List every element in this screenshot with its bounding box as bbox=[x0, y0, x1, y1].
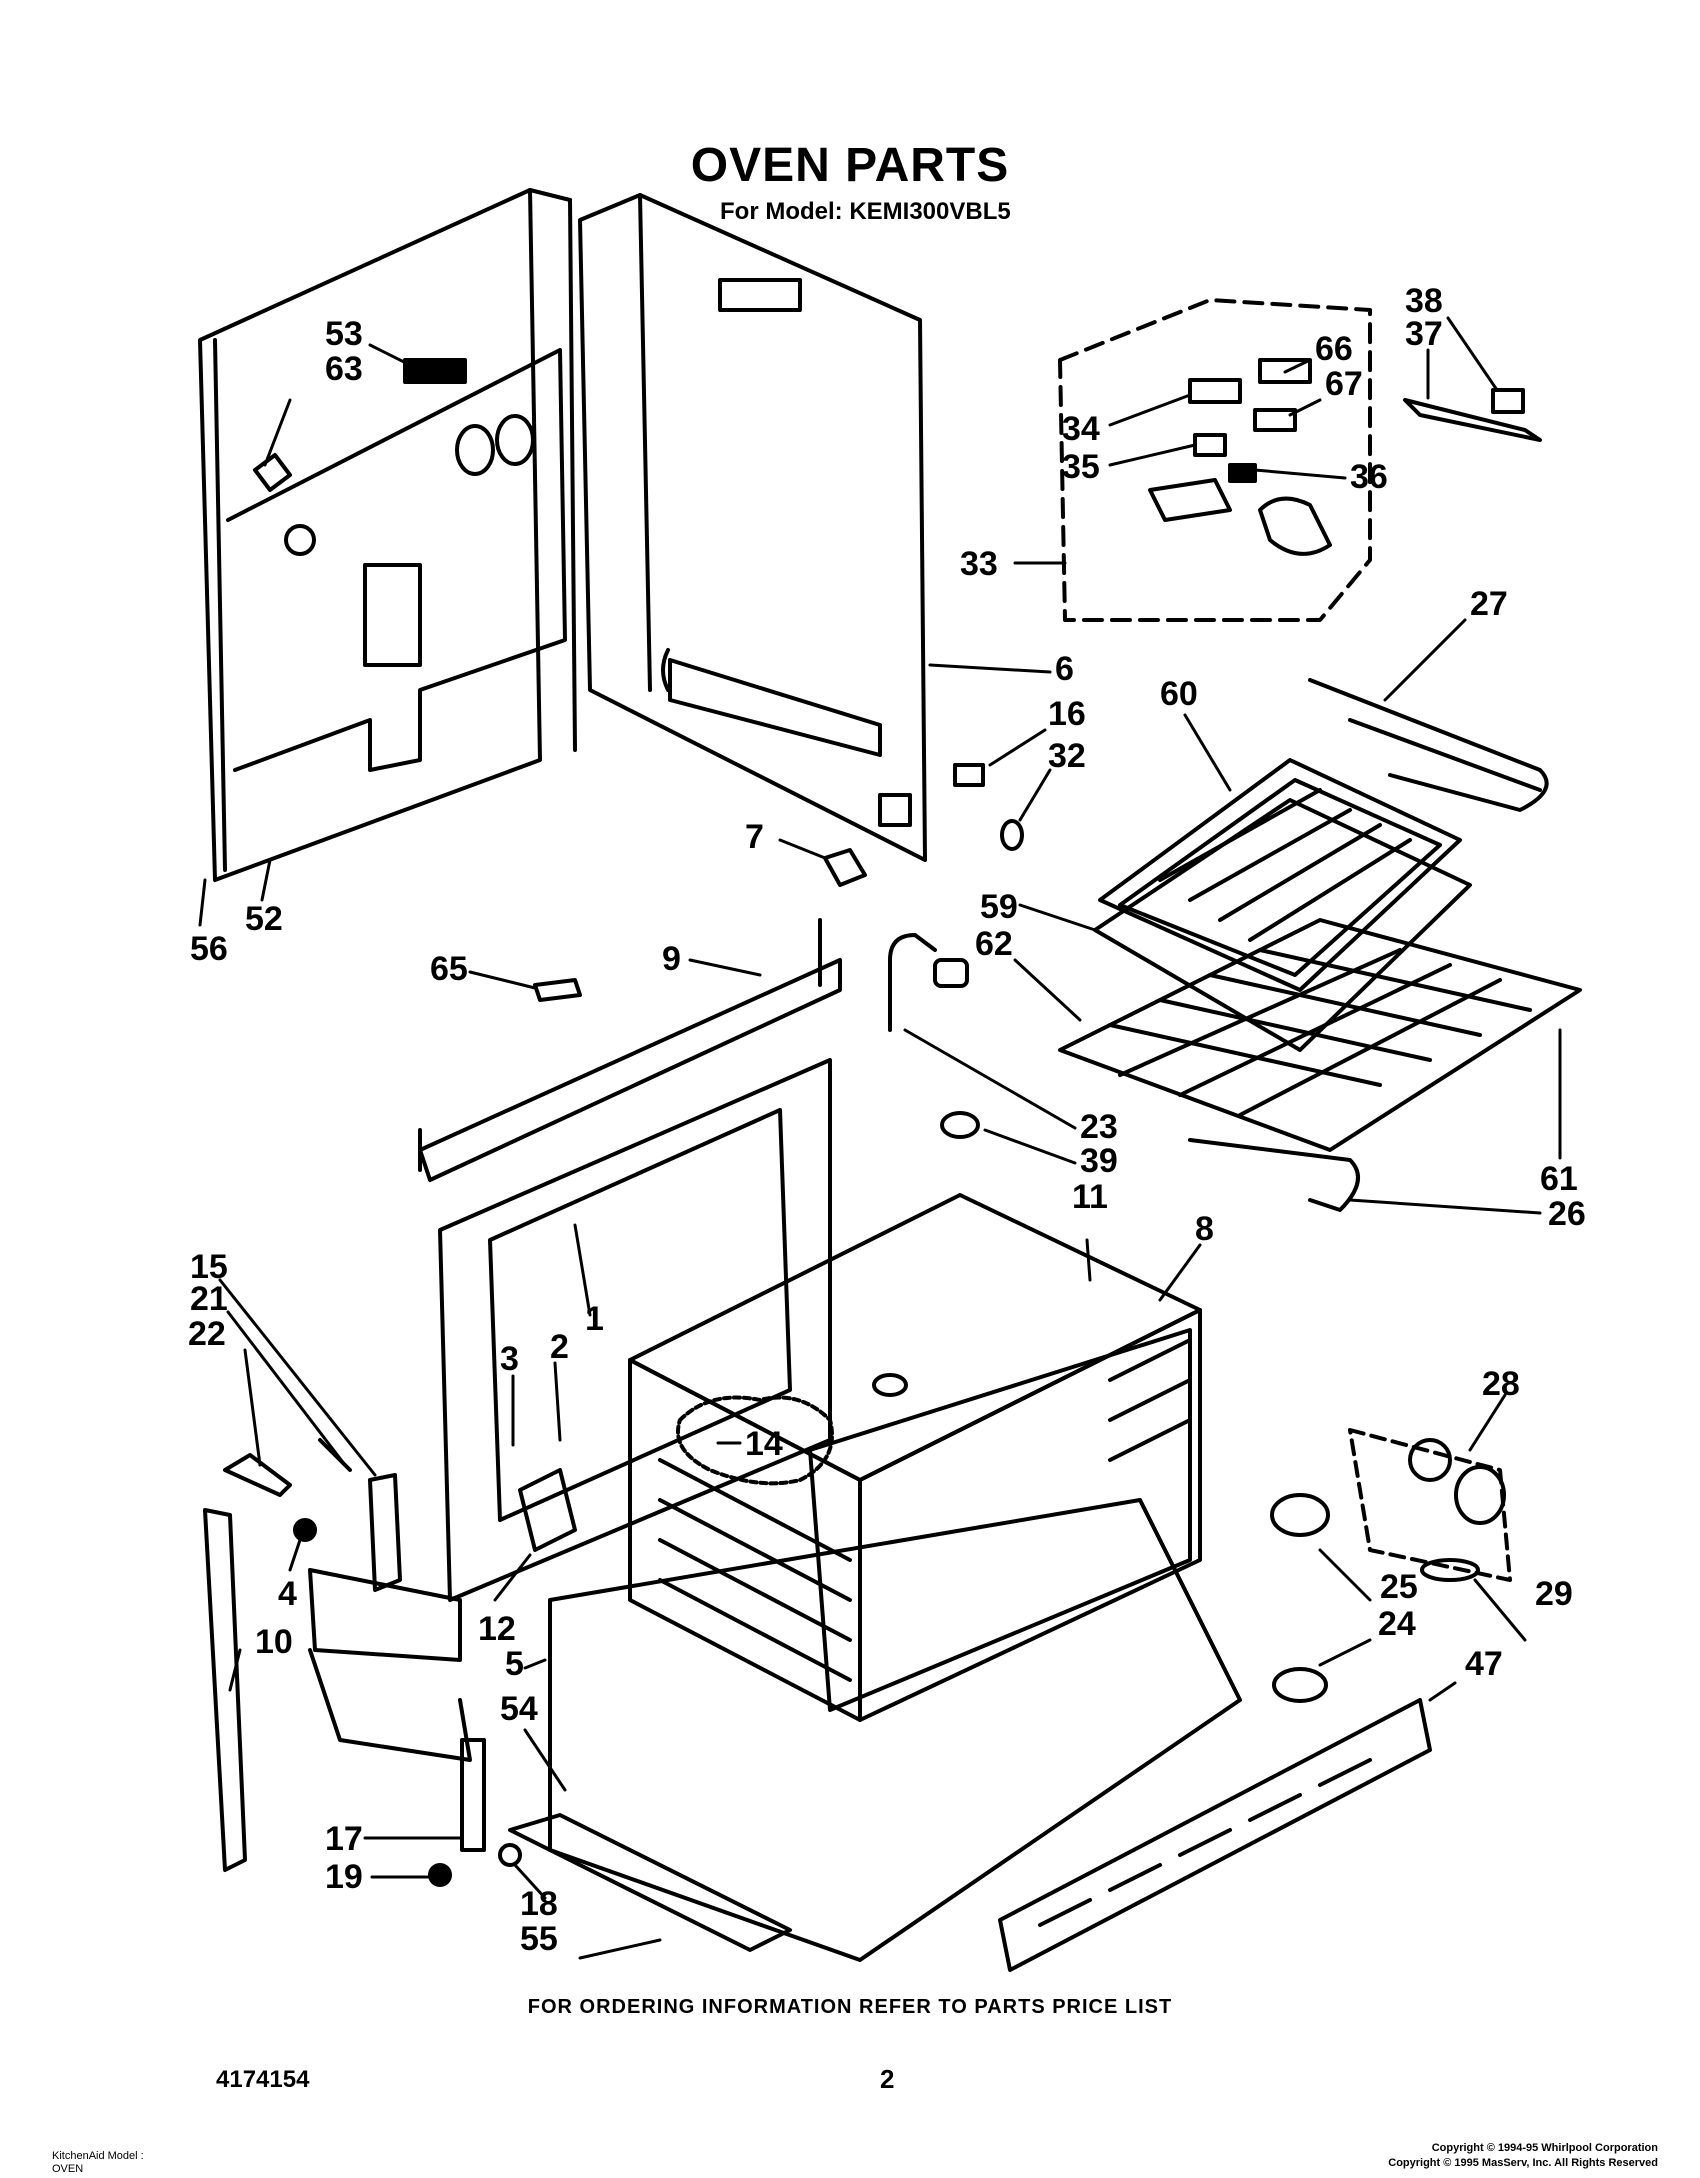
rear-panel-part bbox=[198, 188, 577, 882]
callout-21: 21 bbox=[190, 1280, 228, 1318]
callout-24: 24 bbox=[1378, 1605, 1416, 1643]
door-liner bbox=[308, 1568, 462, 1662]
callout-25: 25 bbox=[1380, 1568, 1418, 1606]
callout-53: 53 bbox=[325, 315, 363, 353]
callout-19: 19 bbox=[325, 1858, 363, 1896]
part-4 bbox=[293, 1518, 317, 1542]
copyright-line-1: Copyright © 1994-95 Whirlpool Corporatio… bbox=[1431, 2142, 1658, 2154]
bracket-group-33 bbox=[1058, 298, 1372, 622]
callout-15: 15 bbox=[190, 1248, 228, 1286]
part-37 bbox=[1403, 398, 1542, 442]
vent-tube-23 bbox=[888, 933, 937, 1032]
part-32 bbox=[1000, 819, 1024, 851]
callout-29: 29 bbox=[1535, 1575, 1573, 1613]
light-group-28 bbox=[1348, 1428, 1512, 1582]
part-65 bbox=[533, 978, 582, 1002]
callout-35: 35 bbox=[1062, 448, 1100, 486]
bake-rack-60 bbox=[1098, 758, 1462, 992]
part-15 bbox=[368, 1473, 402, 1592]
callout-23: 23 bbox=[1080, 1108, 1118, 1146]
callout-52: 52 bbox=[245, 900, 283, 938]
callout-67: 67 bbox=[1325, 365, 1363, 403]
page-number: 2 bbox=[880, 2064, 895, 2094]
door-bottom bbox=[308, 1648, 472, 1762]
callout-65: 65 bbox=[430, 950, 468, 988]
callout-2: 2 bbox=[550, 1328, 569, 1366]
page-title: OVEN PARTS bbox=[690, 139, 1010, 192]
callout-63: 63 bbox=[325, 350, 363, 388]
callout-61: 61 bbox=[1540, 1160, 1578, 1198]
broil-element-27 bbox=[1308, 678, 1549, 812]
callout-33: 33 bbox=[960, 545, 998, 583]
callout-17: 17 bbox=[325, 1820, 363, 1858]
model-subtitle: For Model: KEMI300VBL5 bbox=[720, 198, 1011, 225]
callout-26: 26 bbox=[1548, 1195, 1586, 1233]
bake-element-26 bbox=[1188, 1138, 1360, 1212]
callout-9: 9 bbox=[662, 940, 681, 978]
callout-22: 22 bbox=[188, 1315, 226, 1353]
callout-18: 18 bbox=[520, 1885, 558, 1923]
hinge-12 bbox=[518, 1468, 577, 1552]
callout-27: 27 bbox=[1470, 585, 1508, 623]
callout-1: 1 bbox=[585, 1300, 604, 1338]
model-line-2: OVEN bbox=[52, 2163, 84, 2175]
document-number: 4174154 bbox=[216, 2066, 310, 2093]
ordering-note: FOR ORDERING INFORMATION REFER TO PARTS … bbox=[527, 1996, 1173, 2018]
callout-14: 14 bbox=[745, 1425, 783, 1463]
bottom-trim-55 bbox=[508, 1813, 792, 1952]
callout-6: 6 bbox=[1055, 650, 1074, 688]
callout-3: 3 bbox=[500, 1340, 519, 1378]
callout-16: 16 bbox=[1048, 695, 1086, 733]
callout-54: 54 bbox=[500, 1690, 538, 1728]
callout-38: 38 bbox=[1405, 282, 1443, 320]
callout-66: 66 bbox=[1315, 330, 1353, 368]
model-line-1: KitchenAid Model : bbox=[52, 2150, 144, 2162]
frame-8 bbox=[808, 1328, 1192, 1712]
lamp-socket-24 bbox=[1272, 1667, 1328, 1703]
callout-28: 28 bbox=[1482, 1365, 1520, 1403]
strip-10 bbox=[203, 1508, 247, 1872]
callout-59: 59 bbox=[980, 888, 1018, 926]
callout-60: 60 bbox=[1160, 675, 1198, 713]
bulb-29 bbox=[1420, 1558, 1480, 1582]
callout-7: 7 bbox=[745, 818, 764, 856]
callout-4: 4 bbox=[278, 1575, 297, 1613]
top-trim-9 bbox=[418, 958, 842, 1182]
oven-cavity-11 bbox=[628, 1193, 1202, 1722]
part-38 bbox=[1491, 388, 1525, 414]
part-18 bbox=[498, 1843, 522, 1867]
lamp-gasket-25 bbox=[1270, 1493, 1330, 1537]
cutout-14 bbox=[676, 1395, 834, 1486]
callout-55: 55 bbox=[520, 1920, 558, 1958]
callout-10: 10 bbox=[255, 1623, 293, 1661]
callout-56: 56 bbox=[190, 930, 228, 968]
leader-lines bbox=[198, 316, 1562, 1960]
callout-5: 5 bbox=[505, 1645, 524, 1683]
oven-base-5 bbox=[548, 1498, 1242, 1962]
callout-37: 37 bbox=[1405, 315, 1443, 353]
callout-36: 36 bbox=[1350, 458, 1388, 496]
callout-11: 11 bbox=[1072, 1178, 1108, 1216]
part-39 bbox=[940, 1111, 980, 1139]
rack-59 bbox=[1093, 798, 1472, 1052]
callout-47: 47 bbox=[1465, 1645, 1503, 1683]
callout-62: 62 bbox=[975, 925, 1013, 963]
callout-32: 32 bbox=[1048, 737, 1086, 775]
vent-grille-47 bbox=[998, 1698, 1432, 1972]
hinge-17 bbox=[460, 1738, 486, 1852]
callout-34: 34 bbox=[1062, 410, 1100, 448]
part-19 bbox=[428, 1863, 452, 1887]
part-7 bbox=[823, 848, 867, 887]
side-panel-part bbox=[578, 193, 927, 862]
part-16 bbox=[953, 763, 985, 787]
copyright-line-2: Copyright © 1995 MasServ, Inc. All Right… bbox=[1388, 2157, 1658, 2169]
oven-rack-62 bbox=[1058, 918, 1582, 1152]
callout-8: 8 bbox=[1195, 1210, 1214, 1248]
part-22 bbox=[223, 1453, 292, 1497]
callout-12: 12 bbox=[478, 1610, 516, 1648]
callout-39: 39 bbox=[1080, 1142, 1118, 1180]
